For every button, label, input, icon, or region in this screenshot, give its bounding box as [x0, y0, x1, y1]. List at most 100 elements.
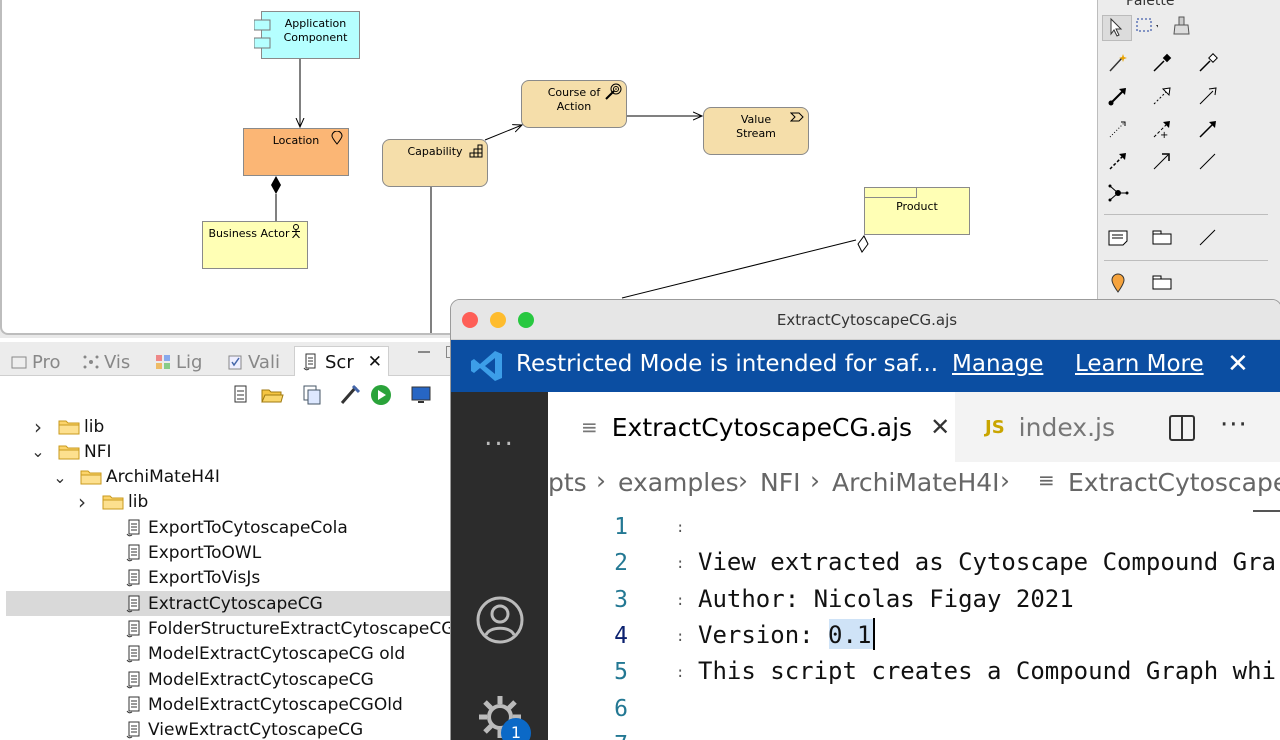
console-icon[interactable]: [409, 383, 433, 407]
capability-node[interactable]: Capability: [382, 139, 488, 187]
chevron-right-icon[interactable]: ›: [34, 414, 42, 439]
open-folder-icon[interactable]: [260, 383, 284, 407]
diagram-canvas[interactable]: Application Component Location Business …: [0, 0, 1098, 335]
chevron-down-icon[interactable]: ⌄: [53, 467, 67, 487]
serving-tool-button[interactable]: [1150, 150, 1180, 176]
tab-label: Vali: [248, 351, 280, 373]
tree-folder-item[interactable]: ›lib: [6, 490, 460, 515]
learn-more-link[interactable]: Learn More: [1075, 351, 1204, 377]
link-editor-icon[interactable]: [300, 383, 324, 407]
application-component-node[interactable]: Application Component: [254, 11, 360, 59]
script-file-icon: [126, 620, 140, 638]
realization-tool-button[interactable]: [1150, 85, 1180, 111]
close-icon[interactable]: ✕: [1227, 349, 1249, 379]
line-number: 1: [614, 514, 628, 540]
tree-script-item[interactable]: ExportToCytoscapeCola: [6, 515, 460, 540]
code-line: Author: Nicolas Figay 2021: [698, 584, 1074, 613]
text-cursor: [873, 618, 875, 650]
influence-tool-button[interactable]: +: [1150, 118, 1180, 144]
tree-script-item[interactable]: FolderStructureExtractCytoscapeCG: [6, 616, 460, 641]
window-titlebar: ExtractCytoscapeCG.ajs: [451, 300, 1280, 340]
location-tool-button[interactable]: [1106, 271, 1136, 297]
breadcrumb-item[interactable]: ArchiMateH4I: [832, 468, 1000, 497]
arrow-cursor-icon: [1110, 17, 1123, 37]
overview-ruler: [1253, 510, 1280, 512]
specialization-tool-button[interactable]: [1196, 85, 1226, 111]
tab-visualiser[interactable]: Vis: [82, 348, 130, 376]
flow-tool-button[interactable]: [1106, 150, 1136, 176]
selection-tool-button[interactable]: [1102, 15, 1132, 41]
magic-connector-button[interactable]: [1106, 52, 1136, 78]
grouping-icon: [1152, 275, 1172, 290]
tree-folder-item[interactable]: ›lib: [6, 414, 460, 439]
tab-scripts[interactable]: Scr ✕: [294, 346, 389, 377]
aggregation-link[interactable]: [621, 239, 857, 299]
tree-script-item[interactable]: ModelExtractCytoscapeCGOld: [6, 692, 460, 717]
node-label: Course of Action: [547, 86, 601, 113]
value-stream-node[interactable]: Value Stream: [703, 107, 809, 155]
realization-link[interactable]: [484, 125, 522, 141]
close-window-button[interactable]: [462, 312, 478, 328]
assignment-tool-button[interactable]: [1106, 85, 1136, 111]
tab-extractcytoscapecg[interactable]: ≡ ExtractCytoscapeCG.ajs ✕: [548, 392, 955, 462]
selection-highlight: [829, 619, 873, 649]
indent-guide: :: [676, 520, 685, 536]
minimize-view-icon[interactable]: [418, 351, 430, 353]
close-icon[interactable]: ✕: [930, 413, 951, 441]
code-editor[interactable]: 1:2:View extracted as Cytoscape Compound…: [548, 506, 1280, 740]
chevron-down-icon[interactable]: ⌄: [31, 442, 45, 462]
tab-validator[interactable]: Vali: [226, 348, 280, 376]
folder-icon: [102, 495, 124, 510]
line-number: 4: [614, 622, 628, 649]
tree-script-item[interactable]: ViewExtractCytoscapeCG: [6, 718, 460, 740]
tree-script-item[interactable]: ModelExtractCytoscapeCG: [6, 667, 460, 692]
chevron-right-icon[interactable]: ›: [78, 490, 86, 515]
manage-link[interactable]: Manage: [952, 351, 1044, 377]
tree-script-item[interactable]: ExtractCytoscapeCG: [6, 591, 460, 617]
tree-script-item[interactable]: ExportToVisJs: [6, 566, 460, 591]
composition-tool-button[interactable]: [1150, 52, 1180, 78]
junction-tool-button[interactable]: [1106, 182, 1136, 208]
close-icon[interactable]: ✕: [367, 352, 382, 372]
breadcrumb-item[interactable]: examples: [618, 468, 739, 497]
business-actor-node[interactable]: Business Actor: [202, 221, 308, 269]
tree-folder-item[interactable]: ⌄ArchiMateH4I: [6, 465, 460, 490]
location-node[interactable]: Location: [243, 128, 349, 176]
line-number: 7: [583, 732, 628, 740]
group-tool-button[interactable]: [1150, 226, 1180, 252]
marquee-tool-button[interactable]: [1134, 15, 1164, 41]
new-script-icon[interactable]: [229, 383, 253, 407]
breadcrumb-item[interactable]: pts: [548, 468, 587, 497]
aggregation-tool-button[interactable]: [1196, 52, 1226, 78]
breadcrumb-item[interactable]: NFI: [760, 468, 801, 497]
grouping-tool-button[interactable]: [1150, 271, 1180, 297]
script-icon: [303, 353, 316, 371]
split-editor-icon[interactable]: [1168, 414, 1196, 442]
more-actions-icon[interactable]: ...: [484, 422, 515, 452]
tree-folder-item[interactable]: ⌄NFI: [6, 439, 460, 464]
breadcrumb-item[interactable]: ExtractCytoscapeC: [1068, 468, 1280, 497]
tab-lightning[interactable]: Lig: [154, 348, 202, 376]
tree-script-item[interactable]: ExportToOWL: [6, 541, 460, 566]
triggering-tool-button[interactable]: [1196, 118, 1226, 144]
tab-index-js[interactable]: JS index.js: [955, 392, 1145, 462]
tree-script-item[interactable]: ModelExtractCytoscapeCG old: [6, 642, 460, 667]
association-tool-button[interactable]: [1196, 150, 1226, 176]
format-painter-button[interactable]: [1170, 15, 1200, 41]
note-tool-button[interactable]: [1106, 226, 1136, 252]
more-actions-icon[interactable]: ···: [1220, 410, 1248, 440]
gear-icon[interactable]: [475, 692, 525, 740]
association-icon: [1199, 153, 1216, 170]
edit-script-icon[interactable]: [338, 383, 362, 407]
product-node[interactable]: Product: [864, 187, 970, 235]
access-tool-button[interactable]: [1106, 118, 1136, 144]
course-of-action-node[interactable]: Course of Action: [521, 80, 627, 128]
run-script-icon[interactable]: [369, 383, 393, 407]
tree-item-label: ExportToOWL: [148, 543, 262, 563]
account-icon[interactable]: [475, 595, 525, 645]
minimize-window-button[interactable]: [490, 312, 506, 328]
connection-tool-button[interactable]: [1196, 226, 1226, 252]
tab-project[interactable]: Pro: [10, 348, 61, 376]
zoom-window-button[interactable]: [518, 312, 534, 328]
tree-item-label: ExportToCytoscapeCola: [148, 517, 348, 538]
